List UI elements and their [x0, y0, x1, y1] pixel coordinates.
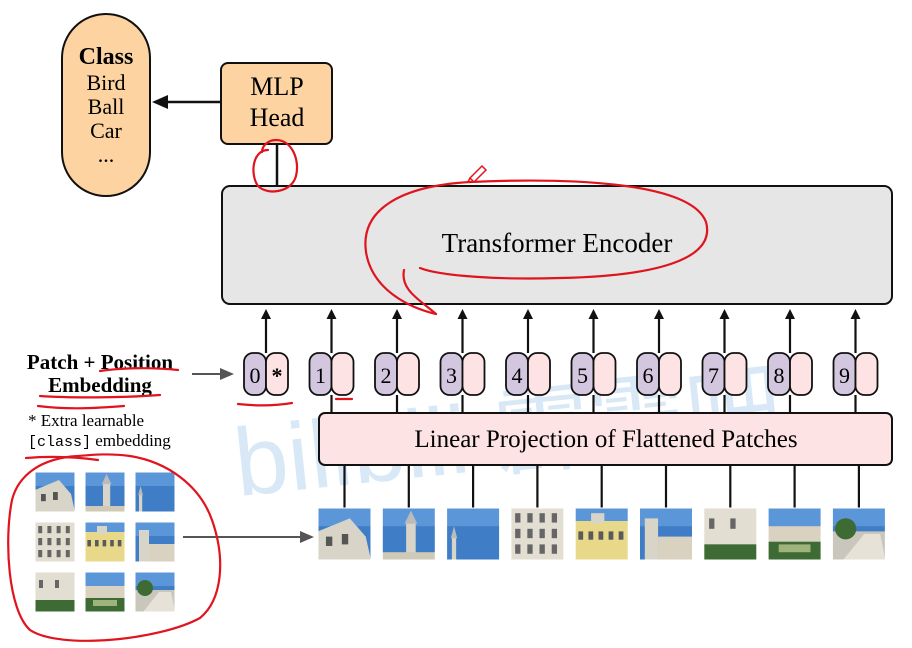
- patch-embedding-9: [854, 352, 879, 396]
- grid-patch-6: [134, 521, 176, 563]
- patch-embedding-8: [789, 352, 813, 396]
- position-index-7: 7: [708, 363, 719, 388]
- annotation-underline-note: [36, 404, 126, 410]
- patch-image-8: [767, 507, 822, 561]
- linear-projection-box: [318, 412, 893, 466]
- mlp-head-line1: MLP: [250, 72, 303, 101]
- patch-image-6: [639, 507, 693, 561]
- source-image-grid: [34, 471, 176, 613]
- linear-projection: Linear Projection of Flattened Patches: [318, 412, 893, 466]
- mlp-head-line2: Head: [250, 103, 305, 132]
- token-0: 0*: [243, 309, 289, 396]
- patch-input-lines: [330, 395, 861, 508]
- mlp-head: MLP Head: [220, 62, 333, 145]
- position-index-9: 9: [839, 363, 850, 388]
- transformer-encoder: Transformer Encoder: [221, 185, 893, 305]
- patch-image-9: [831, 507, 886, 561]
- grid-patch-5: [84, 521, 126, 563]
- position-index-0: 0: [250, 363, 261, 388]
- token-5: 5: [570, 309, 617, 396]
- patch-embedding-6: [658, 352, 682, 396]
- position-index-2: 2: [381, 363, 392, 388]
- patch-embedding-0: [265, 352, 289, 396]
- transformer-encoder-label: Transformer Encoder: [442, 228, 673, 258]
- patch-embedding-5: [592, 352, 617, 396]
- token-8: 8: [767, 309, 813, 396]
- token-3: 3: [439, 309, 486, 396]
- patch-image-1: [317, 507, 372, 561]
- grid-patch-9: [134, 571, 176, 613]
- grid-patch-2: [84, 471, 126, 513]
- patch-image-2: [381, 507, 436, 561]
- embedding-label-line2: Embedding: [48, 373, 152, 397]
- token-2: 2: [374, 309, 420, 396]
- token-4: 4: [505, 309, 551, 396]
- token-9: 9: [832, 309, 879, 396]
- position-index-3: 3: [446, 363, 457, 388]
- pen-cursor-icon: [466, 164, 488, 184]
- position-index-8: 8: [774, 363, 785, 388]
- annotation-circle-mlp: [252, 138, 299, 193]
- flattened-patch-row: [317, 507, 886, 561]
- position-index-1: 1: [315, 363, 326, 388]
- position-index-6: 6: [643, 363, 654, 388]
- patch-image-7: [703, 507, 758, 561]
- class-item-bird: Bird: [86, 70, 125, 95]
- position-index-4: 4: [512, 363, 523, 388]
- transformer-encoder-box: [221, 185, 893, 305]
- position-index-5: 5: [577, 363, 588, 388]
- grid-patch-7: [34, 571, 76, 613]
- extra-learnable-note: * Extra learnable: [28, 411, 144, 430]
- token-7: 7: [701, 309, 748, 396]
- class-token-marker: *: [272, 363, 283, 388]
- token-1: 1: [308, 309, 355, 396]
- patch-embedding-2: [396, 352, 420, 396]
- class-item-car: Car: [90, 118, 122, 143]
- token-6: 6: [636, 309, 682, 396]
- grid-patch-8: [84, 571, 126, 613]
- patch-image-4: [510, 507, 565, 561]
- red-annotations: [7, 138, 709, 642]
- annotation-circle-grid: [7, 453, 222, 642]
- patch-image-5: [574, 507, 629, 561]
- annotation-underline-token0: [236, 401, 294, 407]
- linear-projection-label: Linear Projection of Flattened Patches: [414, 426, 797, 453]
- grid-patch-3: [134, 471, 176, 513]
- grid-patch-4: [34, 521, 76, 563]
- patch-image-3: [446, 507, 501, 561]
- patch-embedding-7: [723, 352, 748, 396]
- patch-embedding-4: [527, 352, 551, 396]
- class-item-ellipsis: ...: [98, 142, 115, 167]
- class-item-ball: Ball: [88, 94, 125, 119]
- annotation-underline-embedding: [38, 393, 162, 399]
- class-embedding-note: [class] embedding: [28, 431, 171, 451]
- class-embedding-code: [class]: [28, 434, 91, 451]
- class-embedding-suffix: embedding: [91, 431, 171, 450]
- patch-embedding-1: [330, 352, 355, 396]
- class-title: Class: [79, 44, 134, 70]
- annotation-underline-position: [98, 367, 180, 373]
- grid-patch-1: [34, 471, 76, 513]
- patch-embedding-3: [461, 352, 486, 396]
- class-box: [61, 13, 151, 197]
- annotation-circle-encoder: [364, 179, 709, 316]
- class-output: Class Bird Ball Car ...: [61, 13, 151, 197]
